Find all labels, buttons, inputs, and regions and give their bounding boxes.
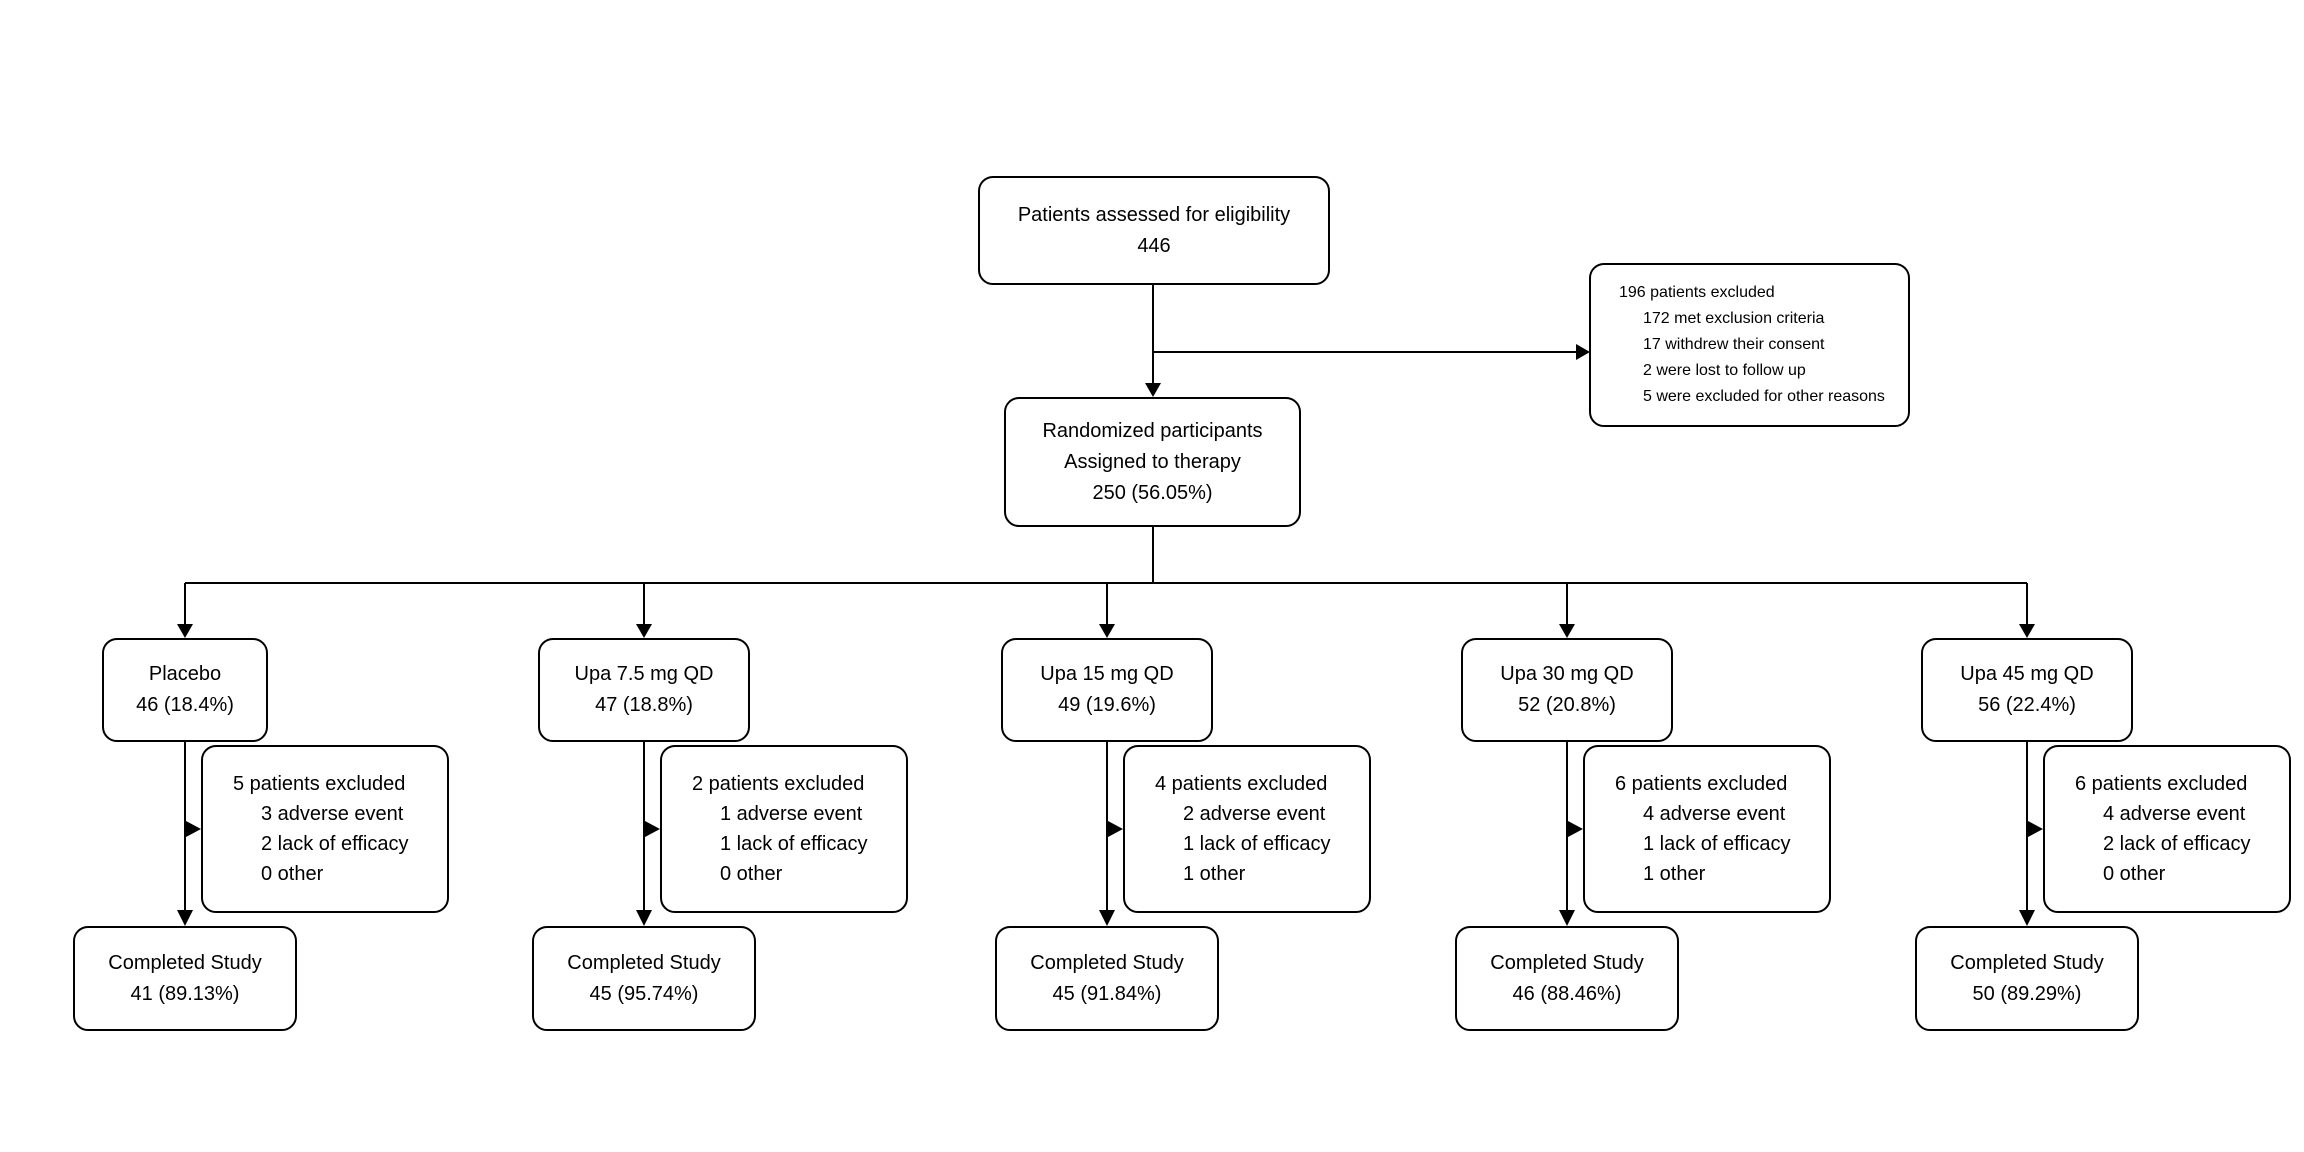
arm-excluded-box: 5 patients excluded 3 adverse event 2 la… (201, 745, 449, 913)
completed-count: 50 (89.29%) (1972, 982, 2082, 1005)
arm-excluded-item: 0 other (720, 863, 783, 885)
arm-box-placebo: Placebo 46 (18.4%) (102, 638, 268, 742)
completed-box: Completed Study 45 (91.84%) (995, 926, 1219, 1031)
completed-label: Completed Study (108, 951, 262, 974)
excluded-box: 196 patients excluded 172 met exclusion … (1589, 263, 1910, 427)
arm-excluded-title: 6 patients excluded (2075, 773, 2248, 795)
arm-excluded-box: 2 patients excluded 1 adverse event 1 la… (660, 745, 908, 913)
eligibility-label: Patients assessed for eligibility (1017, 203, 1291, 226)
arm-box-upa-30: Upa 30 mg QD 52 (20.8%) (1461, 638, 1673, 742)
arm-excluded-item: 3 adverse event (261, 803, 404, 825)
excluded-title: 196 patients excluded (1619, 284, 1775, 301)
arm-count: 52 (20.8%) (1518, 694, 1616, 716)
randomized-line: Assigned to therapy (1064, 450, 1241, 473)
arm-excluded-box: 6 patients excluded 4 adverse event 1 la… (1583, 745, 1831, 913)
excluded-item: 172 met exclusion criteria (1643, 310, 1825, 327)
arm-count: 47 (18.8%) (595, 694, 693, 716)
arm-excluded-item: 1 lack of efficacy (1643, 833, 1791, 855)
completed-label: Completed Study (1950, 951, 2104, 974)
randomized-line: Randomized participants (1042, 419, 1263, 442)
arm-excluded-item: 1 other (1643, 863, 1706, 885)
arm-box-upa-15: Upa 15 mg QD 49 (19.6%) (1001, 638, 1213, 742)
completed-box: Completed Study 50 (89.29%) (1915, 926, 2139, 1031)
arm-excluded-item: 1 adverse event (720, 803, 863, 825)
completed-count: 45 (91.84%) (1052, 982, 1162, 1005)
completed-label: Completed Study (1030, 951, 1184, 974)
arm-excluded-item: 0 other (261, 863, 324, 885)
arm-excluded-item: 4 adverse event (2103, 803, 2246, 825)
completed-count: 45 (95.74%) (589, 982, 699, 1005)
arm-label: Placebo (148, 663, 222, 685)
arm-label: Upa 15 mg QD (1040, 663, 1174, 685)
arm-excluded-box: 4 patients excluded 2 adverse event 1 la… (1123, 745, 1371, 913)
completed-label: Completed Study (567, 951, 721, 974)
arm-box-upa-7-5: Upa 7.5 mg QD 47 (18.8%) (538, 638, 750, 742)
completed-label: Completed Study (1490, 951, 1644, 974)
arm-label: Upa 7.5 mg QD (574, 663, 714, 685)
arm-label: Upa 45 mg QD (1960, 663, 2094, 685)
completed-box: Completed Study 46 (88.46%) (1455, 926, 1679, 1031)
arm-count: 56 (22.4%) (1978, 694, 2076, 716)
arm-box-upa-45: Upa 45 mg QD 56 (22.4%) (1921, 638, 2133, 742)
arm-excluded-title: 4 patients excluded (1155, 773, 1328, 795)
arm-excluded-item: 1 other (1183, 863, 1246, 885)
excluded-item: 17 withdrew their consent (1643, 336, 1825, 353)
arm-excluded-item: 0 other (2103, 863, 2166, 885)
eligibility-box: Patients assessed for eligibility 446 (978, 176, 1330, 285)
randomized-count: 250 (56.05%) (1092, 481, 1213, 504)
arm-excluded-box: 6 patients excluded 4 adverse event 2 la… (2043, 745, 2291, 913)
randomized-box: Randomized participants Assigned to ther… (1004, 397, 1301, 527)
arm-count: 49 (19.6%) (1058, 694, 1156, 716)
completed-count: 46 (88.46%) (1512, 982, 1622, 1005)
arm-excluded-item: 2 adverse event (1183, 803, 1326, 825)
arm-count: 46 (18.4%) (136, 694, 234, 716)
arm-excluded-item: 4 adverse event (1643, 803, 1786, 825)
arm-excluded-title: 2 patients excluded (692, 773, 865, 795)
completed-box: Completed Study 45 (95.74%) (532, 926, 756, 1031)
arm-excluded-title: 6 patients excluded (1615, 773, 1788, 795)
completed-box: Completed Study 41 (89.13%) (73, 926, 297, 1031)
eligibility-count: 446 (1137, 234, 1171, 257)
excluded-item: 5 were excluded for other reasons (1643, 388, 1885, 405)
arm-label: Upa 30 mg QD (1500, 663, 1634, 685)
arm-excluded-title: 5 patients excluded (233, 773, 406, 795)
arm-excluded-item: 2 lack of efficacy (261, 833, 409, 855)
arm-excluded-item: 2 lack of efficacy (2103, 833, 2251, 855)
arm-excluded-item: 1 lack of efficacy (720, 833, 868, 855)
excluded-item: 2 were lost to follow up (1643, 362, 1806, 379)
completed-count: 41 (89.13%) (130, 982, 240, 1005)
arm-excluded-item: 1 lack of efficacy (1183, 833, 1331, 855)
